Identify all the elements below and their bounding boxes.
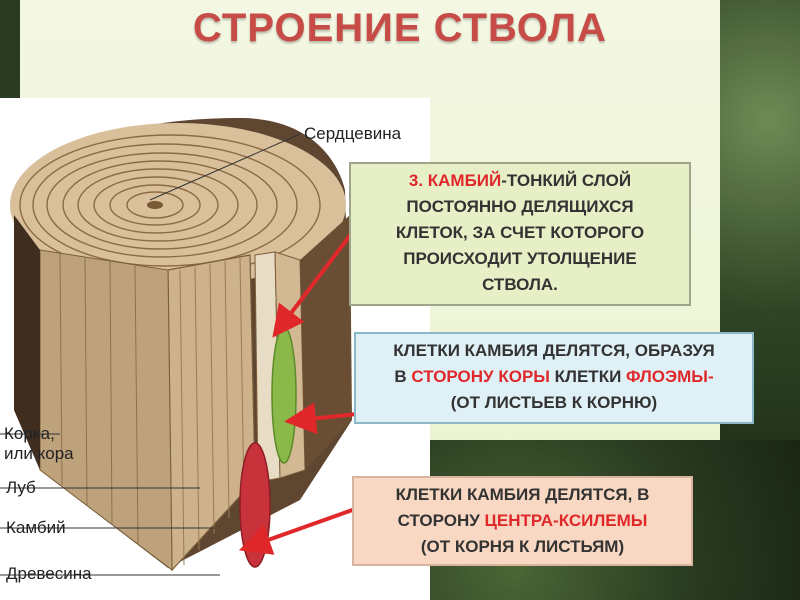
box1-line5: СТВОЛА. [482, 275, 558, 294]
label-bark-line2: или кора [4, 444, 74, 463]
green-ellipse [271, 326, 297, 464]
red-ellipse [239, 442, 271, 568]
bark-layer [14, 215, 40, 470]
box1-red-text: 3. КАМБИЙ [408, 171, 502, 190]
arrow-to-xylem [238, 506, 359, 555]
slide-title: СТРОЕНИЕ СТВОЛА [193, 6, 607, 50]
label-heartwood: Сердцевина [304, 124, 402, 143]
box1-line1: -ТОНКИЙ СЛОЙ [501, 171, 632, 190]
label-bark-line1: Корка, [4, 424, 55, 443]
label-pointer-lines [0, 133, 301, 576]
xylem-info-box: КЛЕТКИ КАМБИЯ ДЕЛЯТСЯ, В СТОРОНУ ЦЕНТРА-… [352, 476, 693, 566]
box2-red-phloem: ФЛОЭМЫ [626, 367, 708, 386]
box2-line3: (ОТ ЛИСТЬЕВ К КОРНЮ) [450, 393, 658, 412]
box1-line4: ПРОИСХОДИТ УТОЛЩЕНИЕ [403, 249, 637, 268]
box2-dash: - [707, 367, 714, 386]
box3-line1: КЛЕТКИ КАМБИЯ ДЕЛЯТСЯ, В [395, 485, 650, 504]
phloem-info-box: КЛЕТКИ КАМБИЯ ДЕЛЯТСЯ, ОБРАЗУЯ В СТОРОНУ… [354, 332, 754, 424]
label-wood: Древесина [6, 564, 92, 583]
box3-red-xylem: ЦЕНТРА-КСИЛЕМЫ [484, 511, 648, 530]
box2-line2-a: В [394, 367, 412, 386]
wood-grain-lines [179, 257, 245, 566]
box3-line3: (ОТ КОРНЯ К ЛИСТЬЯМ) [420, 537, 625, 556]
box3-line2-a: СТОРОНУ [397, 511, 485, 530]
growth-rings [19, 134, 321, 276]
label-bast: Луб [6, 478, 36, 497]
label-cambium: Камбий [6, 518, 66, 537]
box1-line3: КЛЕТОК, ЗА СЧЕТ КОТОРОГО [395, 223, 645, 242]
box2-line1: КЛЕТКИ КАМБИЯ ДЕЛЯТСЯ, ОБРАЗУЯ [393, 341, 715, 360]
box2-line2-b: КЛЕТКИ [549, 367, 627, 386]
box2-red-bark: СТОРОНУ КОРЫ [411, 367, 550, 386]
pith [147, 201, 163, 209]
cambium-definition-box: 3. КАМБИЙ-ТОНКИЙ СЛОЙ ПОСТОЯННО ДЕЛЯЩИХС… [349, 162, 691, 306]
box1-line2: ПОСТОЯННО ДЕЛЯЩИХСЯ [406, 197, 634, 216]
